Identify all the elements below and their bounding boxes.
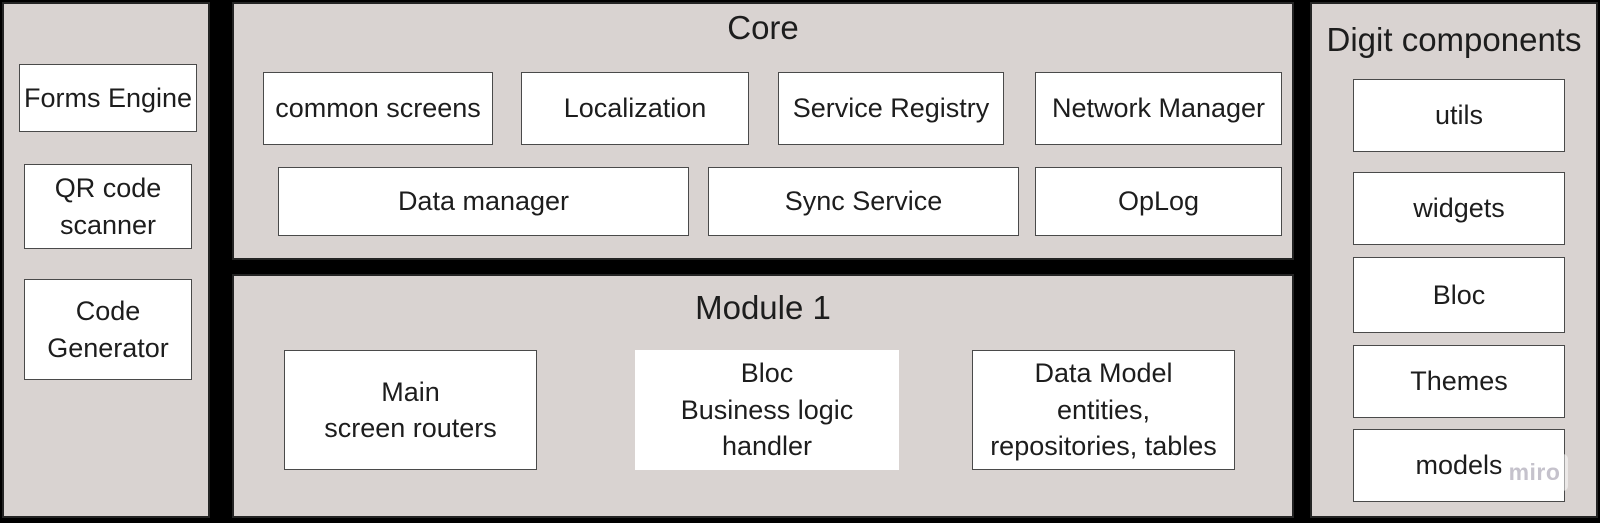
core-title: Core — [727, 9, 799, 46]
module-1-panel: Module 1 Main screen routers Bloc Busine… — [232, 274, 1294, 518]
node-common-screens: common screens — [263, 72, 493, 145]
node-data-model: Data Model entities, repositories, table… — [972, 350, 1235, 470]
node-qr-code-scanner: QR code scanner — [24, 164, 192, 249]
module-1-title: Module 1 — [695, 289, 831, 326]
node-utils: utils — [1353, 79, 1565, 152]
node-forms-engine: Forms Engine — [19, 64, 197, 132]
node-main-screen-routers: Main screen routers — [284, 350, 537, 470]
miro-watermark[interactable]: miro — [1501, 454, 1568, 491]
node-localization: Localization — [521, 72, 749, 145]
node-code-generator: Code Generator — [24, 279, 192, 380]
node-bloc: Bloc — [1353, 257, 1565, 333]
node-service-registry: Service Registry — [778, 72, 1004, 145]
node-network-manager: Network Manager — [1035, 72, 1282, 145]
left-panel: Forms Engine QR code scanner Code Genera… — [2, 2, 210, 518]
node-widgets: widgets — [1353, 172, 1565, 245]
core-panel: Core common screens Localization Service… — [232, 2, 1294, 260]
node-bloc-business-logic-handler: Bloc Business logic handler — [635, 350, 899, 470]
node-sync-service: Sync Service — [708, 167, 1019, 236]
node-themes: Themes — [1353, 345, 1565, 418]
node-data-manager: Data manager — [278, 167, 689, 236]
digit-components-panel: Digit components utils widgets Bloc Them… — [1310, 2, 1598, 518]
digit-components-title: Digit components — [1326, 21, 1582, 58]
node-oplog: OpLog — [1035, 167, 1282, 236]
